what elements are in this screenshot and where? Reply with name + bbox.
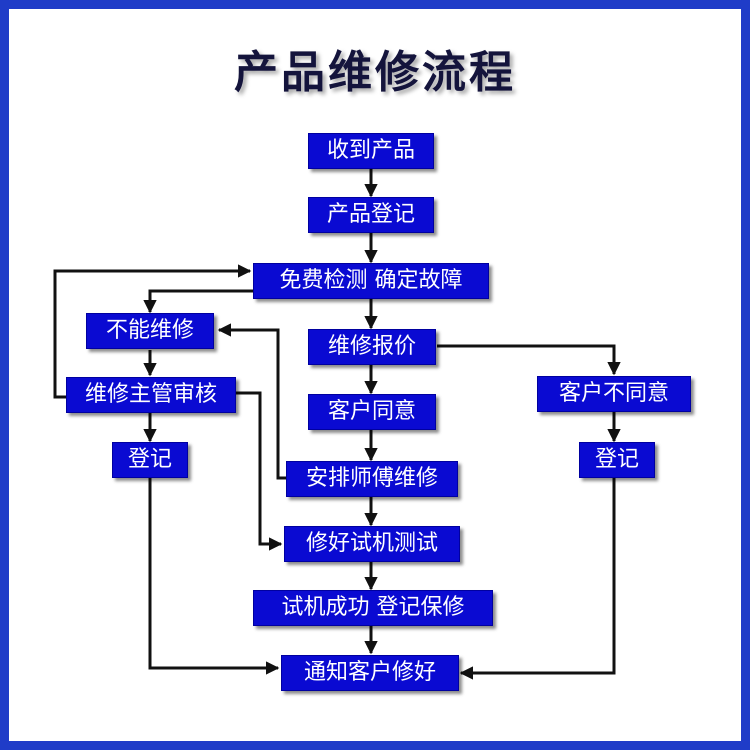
node-cannot-repair: 不能维修 <box>86 313 214 349</box>
node-register-right: 登记 <box>579 442 655 478</box>
node-receive-product: 收到产品 <box>308 133 434 169</box>
node-supervisor-review: 维修主管审核 <box>66 377 236 413</box>
node-free-inspection: 免费检测 确定故障 <box>253 263 489 299</box>
node-assign-technician: 安排师傅维修 <box>286 461 458 497</box>
page-title: 产品维修流程 <box>234 47 516 98</box>
arrow-assign-to-cannot-repair <box>217 323 286 480</box>
node-notify-customer: 通知客户修好 <box>281 655 459 691</box>
node-test-after-repair: 修好试机测试 <box>284 526 460 562</box>
arrow-quote-to-disagree <box>437 344 621 376</box>
node-product-registration: 产品登记 <box>308 197 434 233</box>
node-repair-quote: 维修报价 <box>308 329 436 365</box>
node-customer-disagree: 客户不同意 <box>537 376 691 412</box>
node-register-left: 登记 <box>112 442 188 478</box>
arrow-register-right-to-notify <box>459 478 616 680</box>
node-test-success: 试机成功 登记保修 <box>253 590 493 626</box>
node-customer-agree: 客户同意 <box>308 394 436 430</box>
arrow-supervisor-loop-to-inspection <box>53 264 252 399</box>
arrow-supervisor-to-test <box>236 391 283 551</box>
arrow-inspection-to-cannot-repair <box>143 289 253 314</box>
arrow-register-left-to-notify <box>148 478 280 675</box>
